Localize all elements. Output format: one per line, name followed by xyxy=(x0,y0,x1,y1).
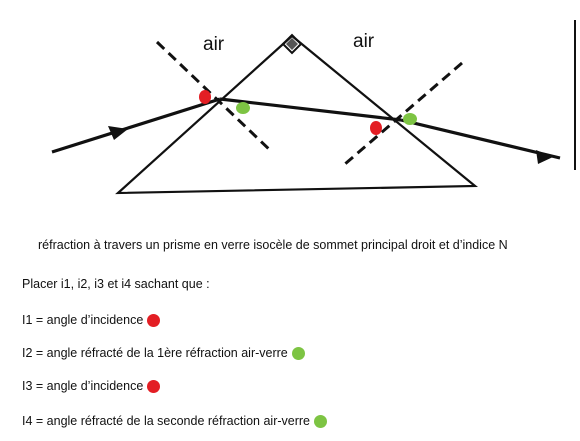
item-i4-label: I4 = angle réfracté de la seconde réfrac… xyxy=(22,414,311,428)
incident-arrow xyxy=(108,126,128,140)
green-dot-icon xyxy=(291,346,305,360)
page-edge-line xyxy=(574,20,576,170)
right-angle-marker xyxy=(281,33,303,55)
item-i2: I2 = angle réfracté de la 1ère réfractio… xyxy=(22,346,305,360)
item-i1-label: I1 = angle d’incidence xyxy=(22,313,144,327)
item-i4: I4 = angle réfracté de la seconde réfrac… xyxy=(22,414,328,428)
red-dot-icon xyxy=(147,379,161,393)
dot-i4 xyxy=(403,113,417,125)
item-i2-label: I2 = angle réfracté de la 1ère réfractio… xyxy=(22,346,288,360)
green-dot-icon xyxy=(314,414,328,428)
air-label-left: air xyxy=(203,34,225,55)
emergent-arrow xyxy=(536,150,553,164)
dot-i3 xyxy=(370,121,382,135)
normal-right xyxy=(344,61,463,166)
item-i1: I1 = angle d’incidence xyxy=(22,313,161,327)
prism xyxy=(115,34,479,195)
incident-ray xyxy=(51,97,221,154)
normal-left xyxy=(155,40,274,154)
prism-diagram: air air xyxy=(51,31,561,195)
emergent-ray xyxy=(400,118,561,160)
caption: réfraction à travers un prisme en verre … xyxy=(38,238,508,252)
dot-i2 xyxy=(236,102,250,114)
internal-ray xyxy=(219,97,402,122)
caption-text: réfraction à travers un prisme en verre … xyxy=(38,238,508,252)
item-i3: I3 = angle d’incidence xyxy=(22,379,161,393)
red-dot-icon xyxy=(147,313,161,327)
item-i3-label: I3 = angle d’incidence xyxy=(22,379,144,393)
right-angle-fill xyxy=(286,38,298,50)
air-label-right: air xyxy=(353,31,375,52)
instruction-text: Placer i1, i2, i3 et i4 sachant que : xyxy=(22,277,210,291)
instruction: Placer i1, i2, i3 et i4 sachant que : xyxy=(22,277,210,291)
dot-i1 xyxy=(199,90,211,104)
